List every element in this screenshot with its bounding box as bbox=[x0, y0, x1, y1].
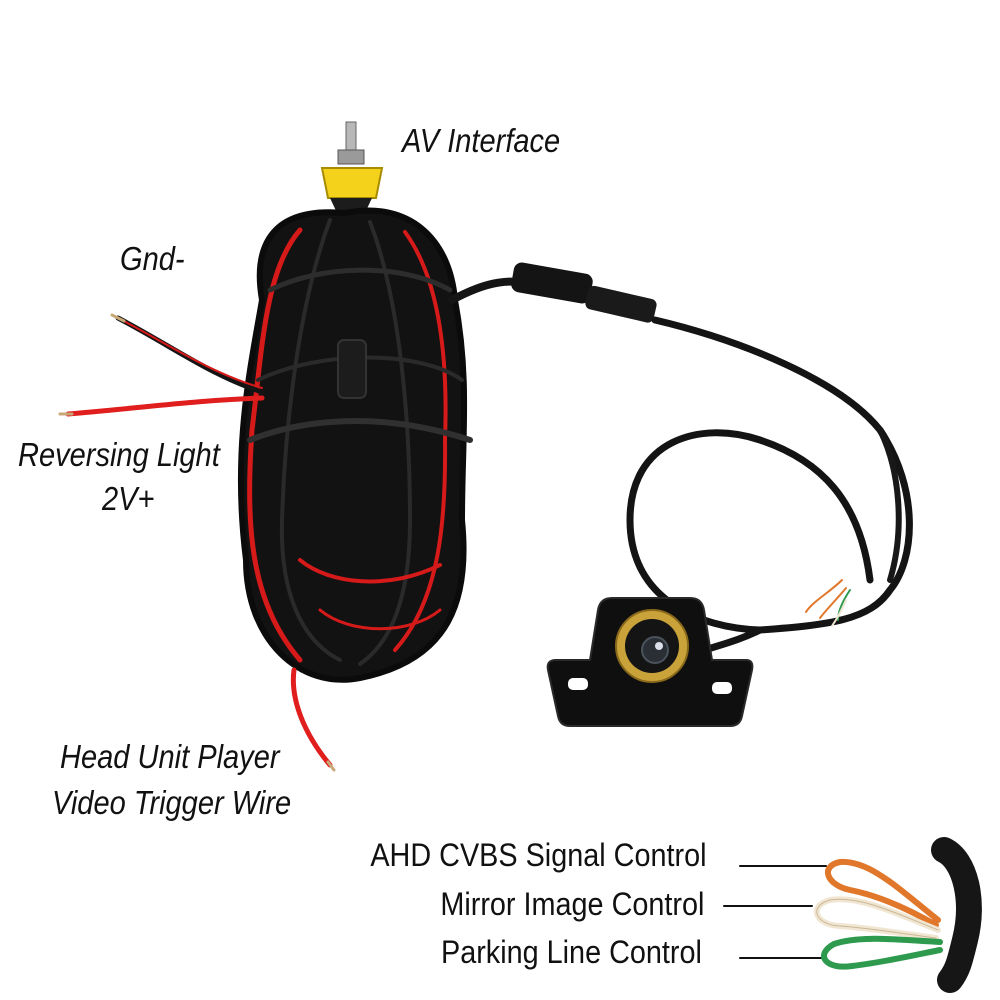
video-trigger-label: Video Trigger Wire bbox=[52, 784, 292, 821]
control-wires-detail bbox=[723, 837, 982, 993]
coiled-cable-bundle bbox=[237, 207, 473, 683]
power-wires bbox=[58, 313, 265, 417]
trigger-wire bbox=[290, 667, 336, 772]
camera bbox=[546, 597, 754, 727]
reversing-light-label: Reversing Light bbox=[18, 436, 220, 473]
ahd-cvbs-control-label: AHD CVBS Signal Control bbox=[369, 837, 706, 873]
head-unit-label: Head Unit Player bbox=[60, 738, 280, 775]
gnd-label: Gnd- bbox=[120, 240, 185, 277]
green-wire bbox=[821, 935, 943, 970]
mirror-image-control-label: Mirror Image Control bbox=[439, 886, 704, 922]
av-interface-label: AV Interface bbox=[402, 122, 561, 159]
reversing-light-voltage-label: 2V+ bbox=[102, 480, 155, 517]
orange-wire bbox=[825, 858, 941, 928]
parking-line-control-label: Parking Line Control bbox=[441, 934, 702, 970]
rca-connector bbox=[320, 121, 384, 215]
camera-extension-cable bbox=[448, 262, 913, 654]
